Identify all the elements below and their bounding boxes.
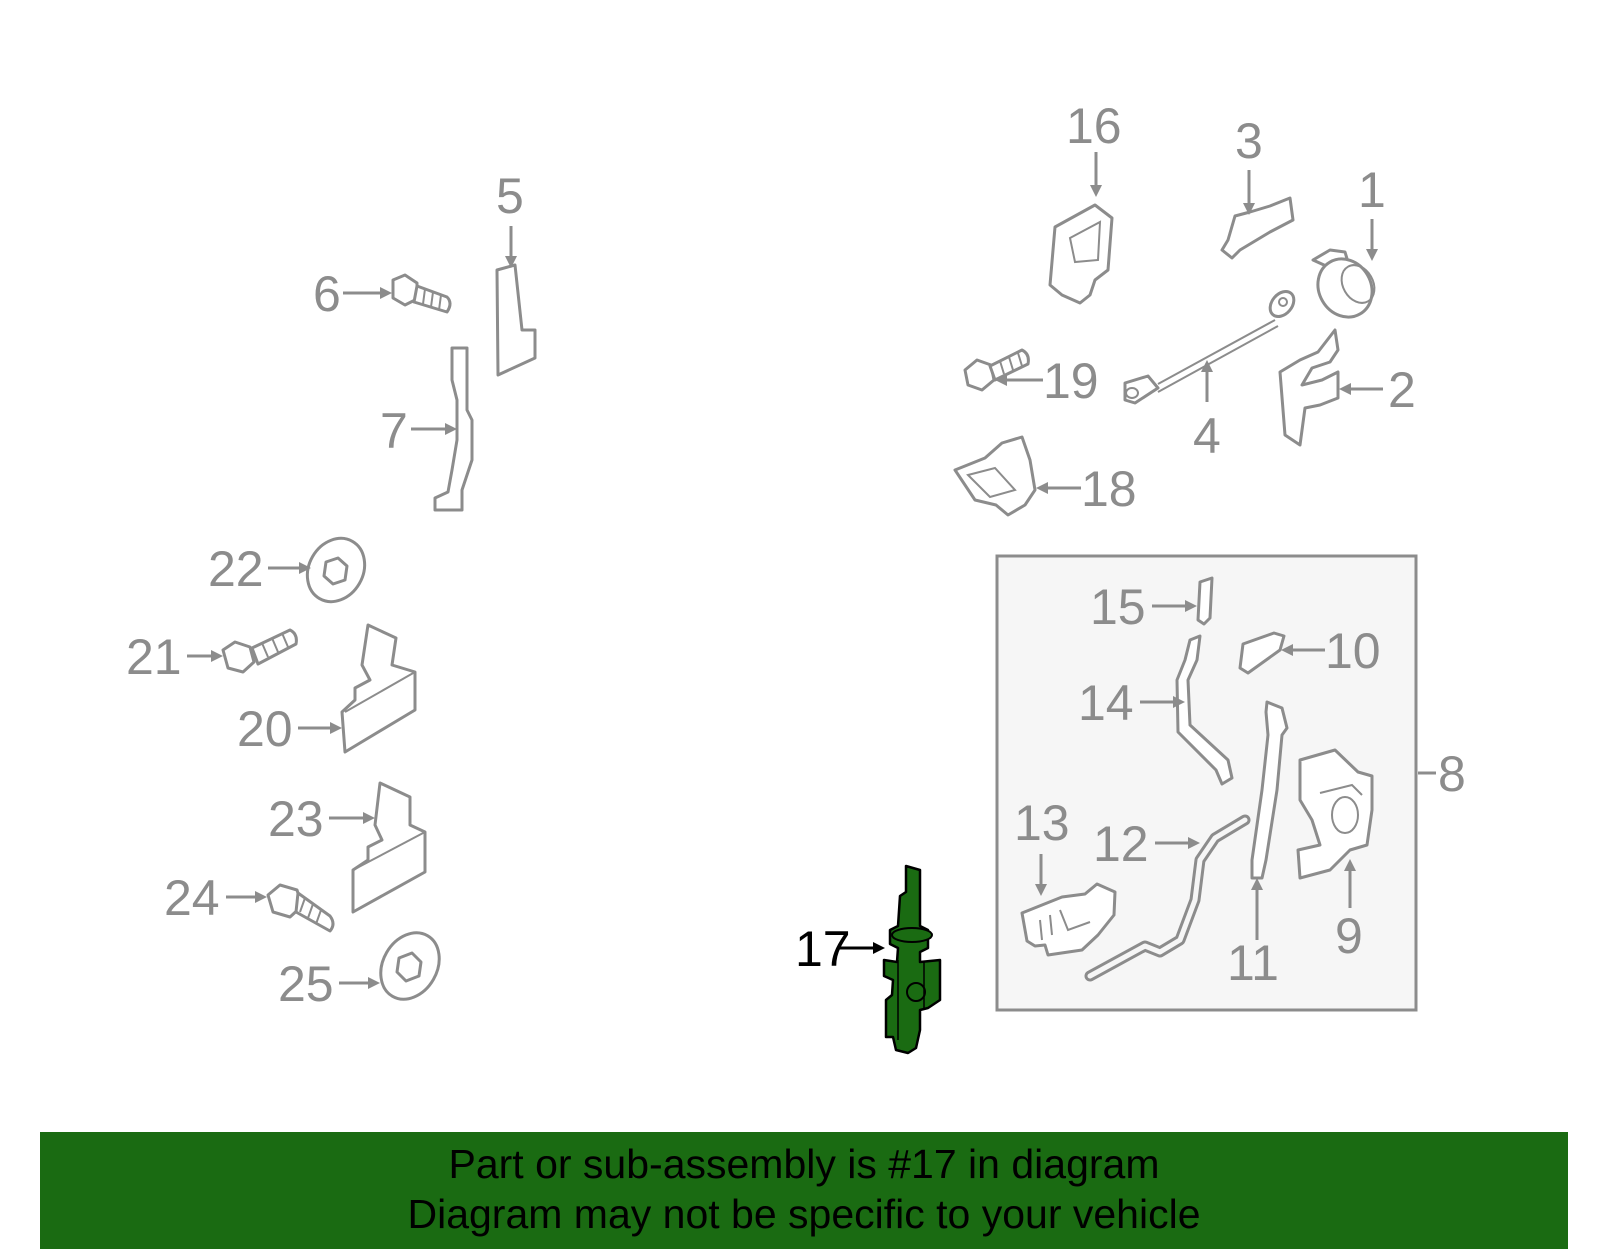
callout-3: 3 (1235, 113, 1263, 169)
callout-1: 1 (1358, 162, 1386, 218)
callout-21: 21 (126, 629, 182, 685)
callout-24: 24 (164, 870, 220, 926)
part-2 (1278, 328, 1340, 447)
callout-4: 4 (1193, 408, 1221, 464)
part-17-highlighted (882, 864, 942, 1055)
callout-19: 19 (1043, 353, 1099, 409)
part-19 (963, 348, 1030, 392)
callout-2: 2 (1388, 362, 1416, 418)
callout-labels: 5 6 7 22 21 20 23 24 25 16 3 1 19 4 2 18… (126, 98, 1466, 1012)
part-22 (305, 536, 367, 604)
part-12 (1084, 814, 1251, 982)
info-banner: Part or sub-assembly is #17 in diagram D… (40, 1132, 1568, 1249)
banner-line-1: Part or sub-assembly is #17 in diagram (448, 1141, 1160, 1187)
callout-6: 6 (313, 266, 341, 322)
part-18 (953, 435, 1037, 517)
callout-16: 16 (1066, 98, 1122, 154)
part-7 (433, 346, 474, 512)
callout-20: 20 (237, 701, 293, 757)
callout-17: 17 (795, 921, 851, 977)
part-16 (1048, 203, 1114, 305)
callout-23: 23 (268, 791, 324, 847)
callout-13: 13 (1014, 795, 1070, 851)
part-13 (1020, 882, 1117, 957)
part-6 (391, 273, 452, 314)
callout-8: 8 (1438, 746, 1466, 802)
callout-7: 7 (380, 403, 408, 459)
part-15 (1196, 576, 1214, 626)
callout-12: 12 (1093, 816, 1149, 872)
part-5 (495, 263, 537, 377)
part-1 (1311, 248, 1376, 319)
part-25 (379, 931, 441, 1001)
callout-15: 15 (1090, 579, 1146, 635)
part-11 (1250, 700, 1289, 880)
part-21 (221, 628, 298, 674)
callout-22: 22 (208, 541, 264, 597)
callout-18: 18 (1081, 461, 1137, 517)
part-24 (266, 883, 335, 933)
callout-14: 14 (1078, 675, 1134, 731)
part-23 (351, 781, 427, 914)
callout-9: 9 (1335, 908, 1363, 964)
part-4 (1123, 289, 1296, 405)
part-14 (1175, 634, 1234, 786)
callout-5: 5 (496, 168, 524, 224)
part-9 (1296, 748, 1374, 880)
callout-10: 10 (1325, 623, 1381, 679)
banner-line-2: Diagram may not be specific to your vehi… (407, 1191, 1201, 1237)
part-10 (1238, 631, 1286, 675)
part-20 (340, 623, 417, 754)
part-3 (1220, 196, 1295, 260)
callout-25: 25 (278, 956, 334, 1012)
callout-11: 11 (1227, 935, 1279, 991)
leader-lines (187, 152, 1436, 989)
